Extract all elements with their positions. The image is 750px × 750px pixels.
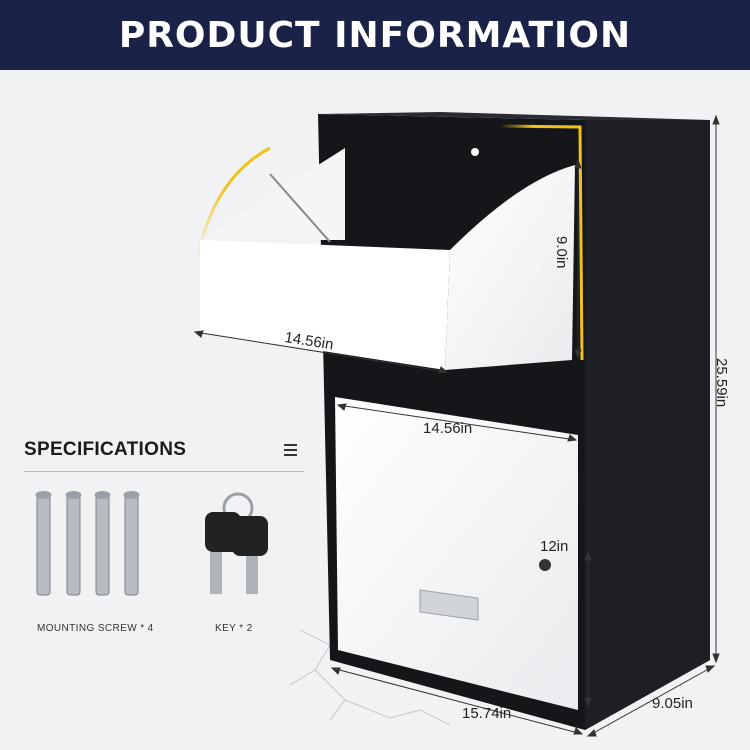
specifications-divider (24, 471, 304, 472)
mounting-screw-icon (94, 491, 111, 596)
gold-trim (499, 124, 584, 361)
header-banner: PRODUCT INFORMATION (0, 0, 750, 70)
mounting-screws (35, 491, 140, 596)
mailbox-right-side (585, 120, 710, 730)
mounting-screw-caption: MOUNTING SCREW * 4 (37, 623, 154, 634)
hopper-flap (445, 165, 575, 370)
dim-door-width: 14.56in (423, 420, 473, 437)
dim-total-height: 25.59in (713, 358, 730, 408)
dim-base-width: 15.74in (462, 705, 512, 722)
lower-door (335, 397, 578, 710)
mounting-screw-icon (65, 491, 82, 596)
mounting-screw-icon (35, 491, 52, 596)
key-icon (205, 492, 268, 594)
mounting-screw-icon (123, 491, 140, 596)
dim-top-height: 9.0in (553, 236, 570, 269)
dim-depth: 9.05in (652, 695, 693, 712)
mailbox-top (318, 112, 710, 120)
page-title: PRODUCT INFORMATION (118, 14, 632, 56)
hopper-front (200, 240, 450, 370)
menu-icon (284, 444, 297, 456)
mail-slot (419, 589, 479, 621)
key-caption: KEY * 2 (215, 623, 253, 634)
gold-arc (193, 146, 271, 271)
mailbox-illustration (35, 112, 720, 737)
specifications-title: SPECIFICATIONS (24, 439, 187, 460)
product-scene: 14.56in 9.0in 14.56in 25.59in 12in 15.74… (0, 70, 750, 750)
lock (539, 559, 551, 571)
dim-door-height: 12in (540, 538, 569, 555)
